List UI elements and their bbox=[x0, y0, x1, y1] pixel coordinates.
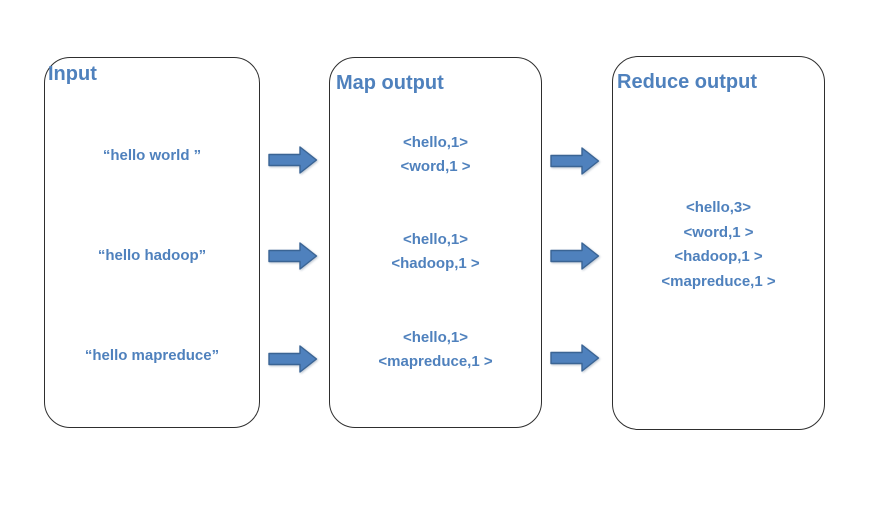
right-arrow-icon bbox=[268, 345, 318, 373]
reduce-pair-word-1: <word,1 > bbox=[683, 223, 754, 241]
right-arrow-icon bbox=[550, 147, 600, 175]
map-pair-word-1: <word,1 > bbox=[400, 158, 471, 175]
map-pair-mapreduce-1: <mapreduce,1 > bbox=[378, 353, 493, 370]
map-output-box: Map output <hello,1> <word,1 > <hello,1>… bbox=[329, 57, 542, 428]
map-pair-hadoop-1: <hadoop,1 > bbox=[391, 255, 480, 272]
right-arrow-icon bbox=[550, 344, 600, 372]
reduce-pair-mapreduce-1: <mapreduce,1 > bbox=[661, 272, 776, 290]
input-text-hello-world: “hello world ” bbox=[102, 147, 202, 164]
input-text-hello-mapreduce: “hello mapreduce” bbox=[84, 347, 220, 364]
reduce-output-pairs: <hello,3> <word,1 > <hadoop,1 > <mapredu… bbox=[613, 196, 824, 294]
reduce-pair-hadoop-1: <hadoop,1 > bbox=[674, 248, 763, 265]
right-arrow-icon bbox=[268, 146, 318, 174]
map-output-pair-group-1: <hello,1> <word,1 > bbox=[330, 131, 541, 179]
map-pair-hello-1: <hello,1> bbox=[402, 329, 469, 346]
input-box-title: Input bbox=[48, 63, 97, 85]
right-arrow-icon bbox=[268, 242, 318, 270]
map-pair-hello-1: <hello,1> bbox=[402, 134, 469, 151]
reduce-output-box: Reduce output <hello,3> <word,1 > <hadoo… bbox=[612, 56, 825, 430]
right-arrow-icon bbox=[550, 242, 600, 270]
map-pair-hello-1: <hello,1> bbox=[402, 231, 469, 248]
map-output-pair-group-3: <hello,1> <mapreduce,1 > bbox=[330, 326, 541, 374]
map-output-box-title: Map output bbox=[336, 72, 444, 94]
reduce-output-box-title: Reduce output bbox=[617, 71, 757, 93]
input-text-hello-hadoop: “hello hadoop” bbox=[97, 247, 207, 264]
map-output-pair-group-2: <hello,1> <hadoop,1 > bbox=[330, 228, 541, 276]
reduce-pair-hello-3: <hello,3> bbox=[685, 199, 752, 216]
input-box: Input “hello world ” “hello hadoop” “hel… bbox=[44, 57, 260, 428]
